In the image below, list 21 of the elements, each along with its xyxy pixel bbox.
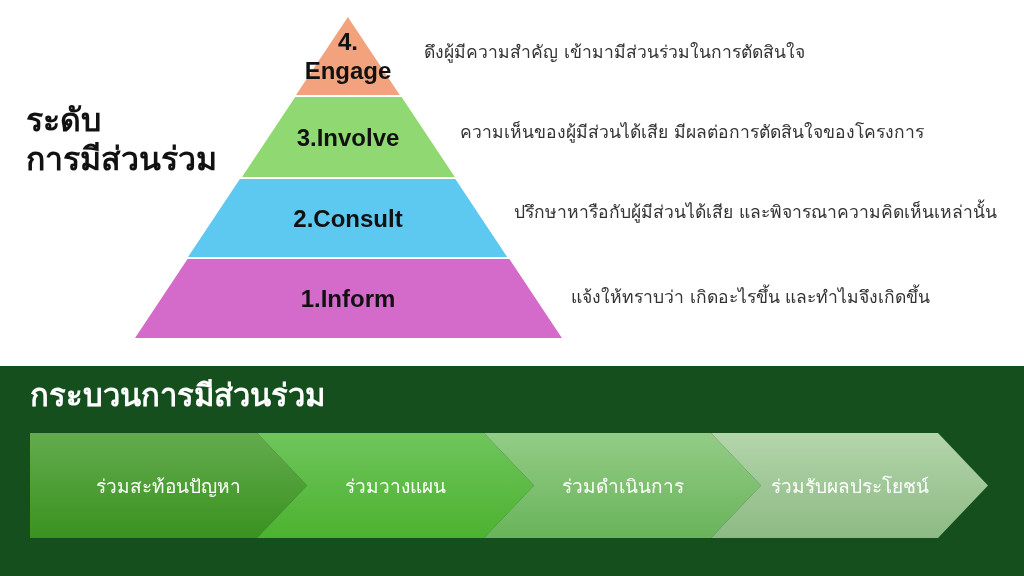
- step-label: ร่วมดำเนินการ: [561, 473, 684, 499]
- process-step: [484, 433, 761, 538]
- tier-description: ความเห็นของผู้มีส่วนได้เสีย มีผลต่อการตัดสินใจของโครงการ: [460, 120, 924, 145]
- tier-description: แจ้งให้ทราบว่า เกิดอะไรขึ้น และทำไมจึงเกิดขึ้น: [571, 284, 931, 310]
- pyramid-tier: [241, 97, 455, 177]
- process-step: [257, 433, 534, 538]
- tier-label: 1.Inform: [300, 284, 396, 313]
- process-panel: [0, 366, 1024, 576]
- tier-label: 3.Involve: [296, 122, 400, 152]
- process-step: [30, 433, 307, 538]
- section-heading: ระดับการมีส่วนร่วม: [26, 101, 217, 179]
- tier-description: ปรึกษาหารือกับผู้มีส่วนได้เสีย และพิจารณาความคิดเห็นเหล่านั้น: [514, 199, 997, 225]
- tier-description: ดึงผู้มีความสำคัญ เข้ามามีส่วนร่วมในการตัดสินใจ: [424, 41, 805, 65]
- process-step: [711, 433, 988, 538]
- step-label: ร่วมสะท้อนปัญหา: [96, 473, 241, 499]
- step-label: ร่วมวางแผน: [345, 473, 446, 499]
- step-label: ร่วมรับผลประโยชน์: [770, 473, 929, 499]
- pyramid-tier: [134, 259, 562, 338]
- tier-label: 2.Consult: [293, 203, 403, 233]
- pyramid-tier: [188, 179, 508, 257]
- section-heading: กระบวนการมีส่วนร่วม: [30, 376, 325, 414]
